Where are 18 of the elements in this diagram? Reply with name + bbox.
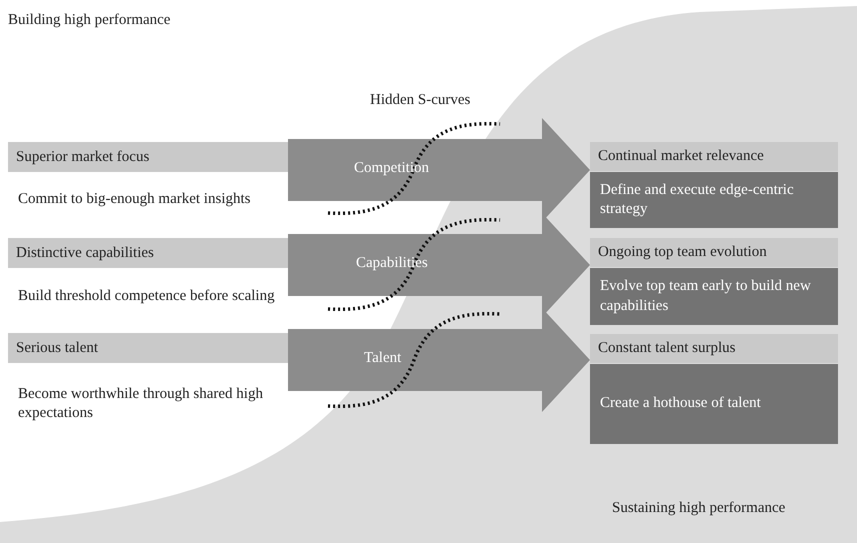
- description-panel: Create a hothouse of talent: [590, 364, 838, 444]
- caption-text: Building high performance: [8, 12, 170, 29]
- caption-text: Sustaining high performance: [612, 500, 786, 517]
- header-bar: Superior market focus: [8, 142, 288, 172]
- header-bar: Constant talent surplus: [590, 334, 838, 363]
- edge-label: Competition: [354, 160, 429, 177]
- caption-text: Hidden S-curves: [370, 92, 470, 109]
- edge-label: Capabilities: [356, 255, 428, 272]
- description-panel: Define and execute edge-centric strategy: [590, 172, 838, 228]
- header-bar: Distinctive capabilities: [8, 238, 288, 268]
- header-bar: Continual market relevance: [590, 142, 838, 171]
- description-text: Build threshold competence before scaling: [18, 287, 276, 306]
- description-text: Become worthwhile through shared high expectations: [18, 385, 264, 422]
- edge-label: Talent: [364, 350, 402, 367]
- header-bar: Serious talent: [8, 333, 288, 363]
- header-bar: Ongoing top team evolution: [590, 238, 838, 267]
- description-text: Commit to big-enough market insights: [18, 190, 252, 209]
- description-panel: Evolve top team early to build new capabilities: [590, 268, 838, 325]
